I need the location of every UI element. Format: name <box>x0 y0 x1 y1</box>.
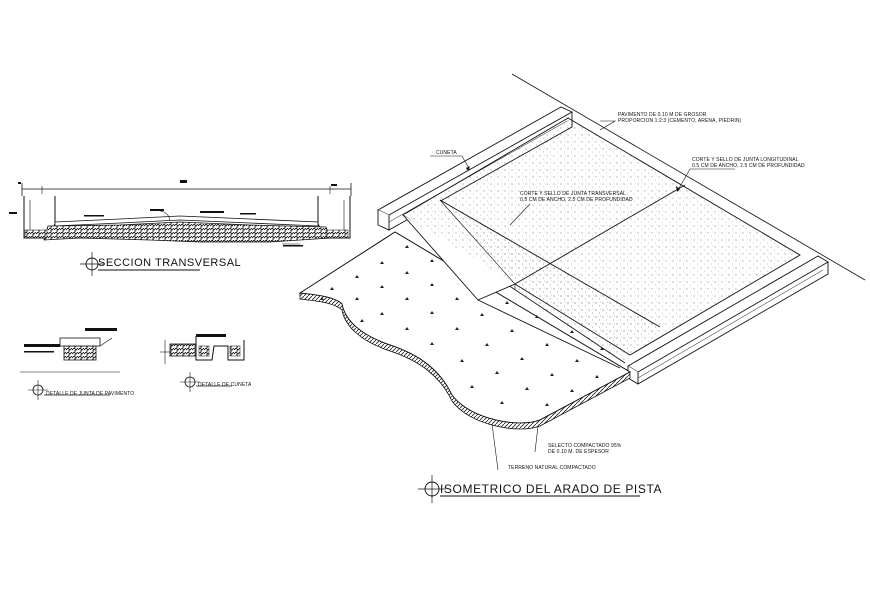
base-layer-markers <box>320 245 604 406</box>
cross-section-drawing <box>9 180 352 276</box>
junta-transversal-line2: 0.5 CM DE ANCHO, 2.5 CM DE PROFUNDIDAD <box>520 197 633 203</box>
detail-right-title: DETALLE DE CUNETA <box>198 382 252 388</box>
right-gutter <box>627 255 829 385</box>
detail-right-drawing <box>160 334 245 392</box>
detail-left-drawing <box>20 328 120 400</box>
junta-longitudinal-line1: CORTE Y SELLO DE JUNTA LONGITUDINAL <box>692 157 799 163</box>
section-title: SECCION TRANSVERSAL <box>98 257 242 269</box>
selecto-label-line1: SELECTO COMPACTADO 95% <box>548 443 622 449</box>
junta-longitudinal-line2: 0.5 CM DE ANCHO, 2.5 CM DE PROFUNDIDAD <box>692 163 805 169</box>
pavimento-label-line1: PAVIMENTO DE 0.10 M DE GROSOR <box>618 112 707 118</box>
detail-left-title: DETALLE DE JUNTA DE PAVIMENTO <box>46 391 135 397</box>
junta-transversal-line1: CORTE Y SELLO DE JUNTA TRANSVERSAL <box>520 191 627 197</box>
selecto-label-line2: DE 0.10 M. DE ESPESOR <box>548 449 610 455</box>
terreno-label: TERRENO NATURAL COMPACTADO <box>508 465 596 471</box>
cuneta-label: CUNETA <box>436 150 457 156</box>
leader-lines <box>430 120 735 471</box>
isometric-drawing <box>298 73 866 503</box>
isometric-title: ISOMETRICO DEL ARADO DE PISTA <box>440 482 663 496</box>
pavimento-label-line2: PROPORCION 1:2:3 (CEMENTO, ARENA, PIEDRI… <box>618 118 742 124</box>
